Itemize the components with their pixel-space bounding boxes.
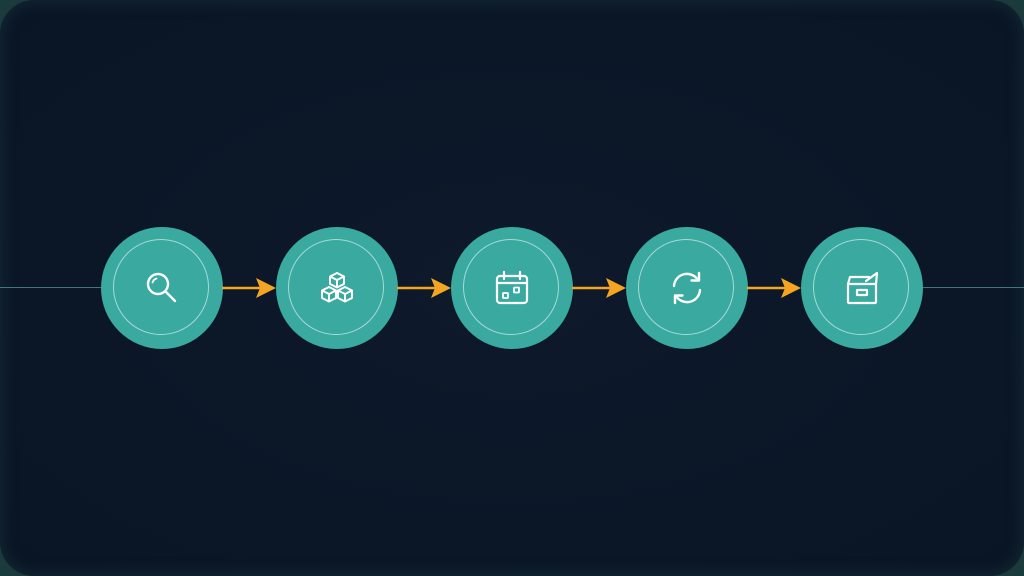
step-5-ring xyxy=(813,239,909,335)
magnifier-icon xyxy=(142,268,182,308)
step-4-ring xyxy=(638,239,734,335)
step-2-ring xyxy=(288,239,384,335)
connector-arrow-4 xyxy=(747,276,801,300)
refresh-cycle-icon xyxy=(667,268,707,308)
stacked-cubes-icon xyxy=(317,268,357,308)
timeline-line-right xyxy=(922,287,1024,288)
step-4-node xyxy=(626,227,748,349)
connector-arrow-3 xyxy=(572,276,626,300)
timeline-line-left xyxy=(0,287,102,288)
step-1-ring xyxy=(113,239,209,335)
calendar-icon xyxy=(492,268,532,308)
step-5-node xyxy=(801,227,923,349)
step-2-node xyxy=(276,227,398,349)
connector-arrow-2 xyxy=(397,276,451,300)
step-1-node xyxy=(101,227,223,349)
step-3-ring xyxy=(463,239,559,335)
archive-box-icon xyxy=(842,268,882,308)
connector-arrow-1 xyxy=(222,276,276,300)
step-3-node xyxy=(451,227,573,349)
